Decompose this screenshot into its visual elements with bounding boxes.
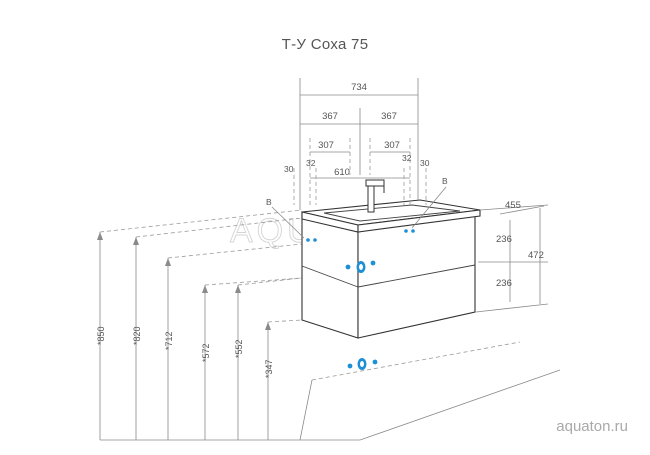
label-b-right: В — [442, 176, 448, 186]
label-b-right-leader — [411, 186, 447, 229]
website-link[interactable]: aquaton.ru — [556, 418, 628, 435]
dim-inner-right: 307 — [384, 140, 400, 151]
dim-inner-left: 307 — [318, 140, 334, 151]
dim-drawer-top: 236 — [496, 234, 512, 245]
dim-half-right: 367 — [381, 111, 397, 122]
vanity-cabinet — [301, 211, 476, 339]
wall-guide-lines — [99, 209, 521, 381]
label-b-left: В — [266, 197, 272, 207]
dim-side-left-30: 30 — [284, 164, 294, 174]
top-dimension-lines — [293, 78, 427, 210]
dim-height-572: *572 — [201, 343, 211, 362]
dim-side-left-32: 32 — [306, 158, 316, 168]
washbasin — [301, 199, 481, 233]
right-dimension-lines — [475, 204, 549, 313]
dim-faucet-span: 610 — [334, 167, 350, 178]
dim-half-left: 367 — [322, 111, 338, 122]
dim-height-552: *552 — [234, 339, 244, 358]
faucet-icon — [365, 179, 385, 213]
dim-height-820: *820 — [132, 326, 142, 345]
dim-height-850: *850 — [96, 326, 106, 345]
dim-height-712: *712 — [164, 331, 174, 350]
dim-side-right-30: 30 — [420, 158, 430, 168]
floor-outline — [100, 369, 561, 441]
dim-height-347: *347 — [264, 359, 274, 378]
connection-markers — [306, 229, 415, 370]
height-dimension-lines — [97, 232, 271, 440]
drawing-title: Т-У Соха 75 — [281, 36, 369, 53]
dim-depth: 455 — [505, 200, 521, 211]
dim-total-height: 472 — [528, 250, 544, 261]
dim-drawer-bottom: 236 — [496, 278, 512, 289]
label-b-left-leader — [271, 206, 305, 239]
dim-total-width: 734 — [351, 82, 367, 93]
dim-side-right-32: 32 — [402, 153, 412, 163]
